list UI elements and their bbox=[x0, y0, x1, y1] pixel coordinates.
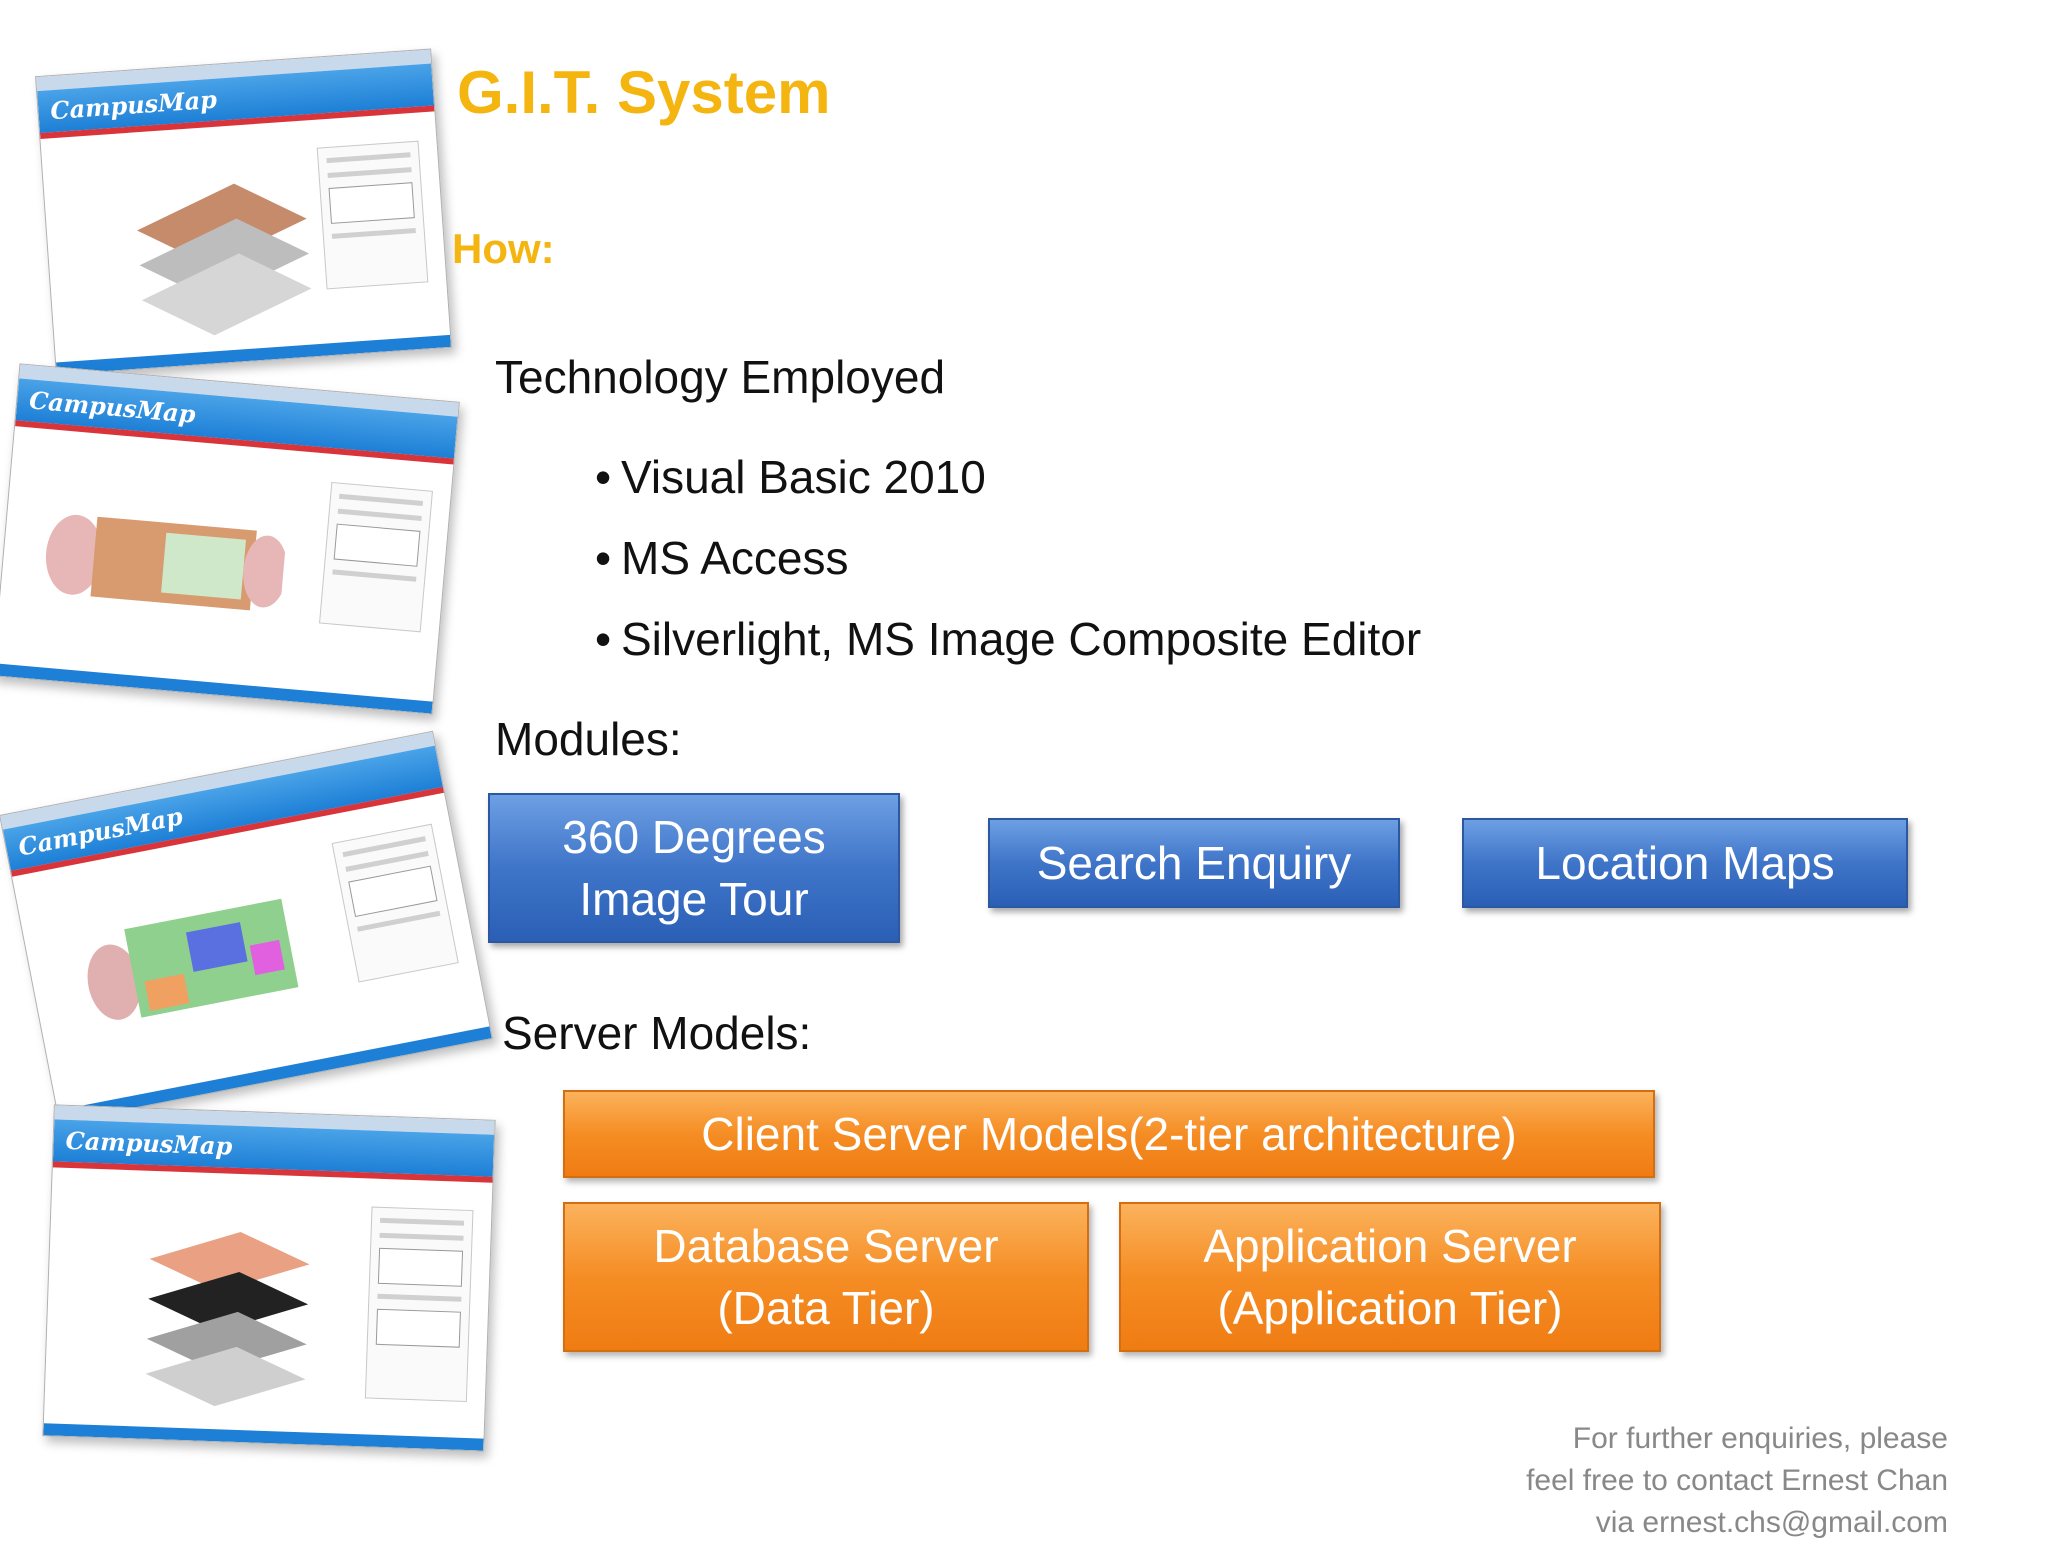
module-label: Location Maps bbox=[1535, 837, 1835, 889]
building-floors-graphic bbox=[145, 1231, 310, 1407]
contact-note: For further enquiries, please feel free … bbox=[1526, 1418, 1948, 1544]
floor-plan-graphic bbox=[45, 514, 288, 611]
info-panel bbox=[331, 823, 459, 983]
contact-email: via ernest.chs@gmail.com bbox=[1595, 1506, 1948, 1539]
technology-item: •Visual Basic 2010 bbox=[595, 450, 986, 504]
technology-item: •MS Access bbox=[595, 531, 849, 585]
window-footer-bar bbox=[43, 1423, 484, 1451]
application-server-label: Application Server bbox=[1203, 1220, 1577, 1272]
how-label: How: bbox=[452, 225, 555, 272]
database-tier-label: (Data Tier) bbox=[717, 1282, 935, 1334]
info-panel bbox=[316, 140, 429, 290]
technology-item-label: Silverlight, MS Image Composite Editor bbox=[621, 613, 1422, 665]
bullet-icon: • bbox=[595, 613, 612, 665]
app-title: CampusMap bbox=[65, 1125, 233, 1161]
database-server-box: Database Server (Data Tier) bbox=[563, 1202, 1089, 1352]
module-location-maps: Location Maps bbox=[1462, 818, 1908, 908]
modules-heading: Modules: bbox=[495, 713, 682, 765]
contact-line-2: feel free to contact Ernest Chan bbox=[1526, 1464, 1948, 1497]
server-models-heading: Server Models: bbox=[502, 1007, 812, 1059]
technology-heading: Technology Employed bbox=[495, 351, 946, 403]
technology-item-label: MS Access bbox=[621, 532, 849, 584]
screenshot-thumbnail-2: CampusMap bbox=[0, 363, 460, 715]
screenshot-thumbnail-1: CampusMap bbox=[35, 48, 452, 376]
application-tier-label: (Application Tier) bbox=[1217, 1282, 1563, 1334]
module-search-enquiry: Search Enquiry bbox=[988, 818, 1400, 908]
contact-line-1: For further enquiries, please bbox=[1572, 1422, 1948, 1455]
client-server-label: Client Server Models(2-tier architecture… bbox=[701, 1108, 1517, 1160]
window-footer-bar bbox=[0, 663, 433, 714]
floor-plan-graphic bbox=[87, 898, 299, 1020]
client-server-model-box: Client Server Models(2-tier architecture… bbox=[563, 1090, 1655, 1178]
technology-item-label: Visual Basic 2010 bbox=[621, 451, 986, 503]
building-floors-graphic bbox=[137, 183, 312, 336]
module-label-line2: Image Tour bbox=[579, 873, 809, 925]
bullet-icon: • bbox=[595, 532, 612, 584]
app-title: CampusMap bbox=[28, 385, 197, 429]
bullet-icon: • bbox=[595, 451, 612, 503]
application-server-box: Application Server (Application Tier) bbox=[1119, 1202, 1661, 1352]
window-footer-bar bbox=[56, 334, 451, 375]
module-label: Search Enquiry bbox=[1036, 837, 1352, 889]
info-panel bbox=[364, 1206, 474, 1402]
technology-item: •Silverlight, MS Image Composite Editor bbox=[595, 612, 1421, 666]
screenshot-thumbnail-4: CampusMap bbox=[42, 1104, 496, 1452]
page-title: G.I.T. System bbox=[457, 59, 831, 126]
database-server-label: Database Server bbox=[653, 1220, 999, 1272]
app-title: CampusMap bbox=[49, 84, 218, 126]
module-label-line1: 360 Degrees bbox=[562, 811, 826, 863]
screenshot-thumbnail-3: CampusMap bbox=[0, 730, 493, 1124]
info-panel bbox=[318, 481, 433, 633]
